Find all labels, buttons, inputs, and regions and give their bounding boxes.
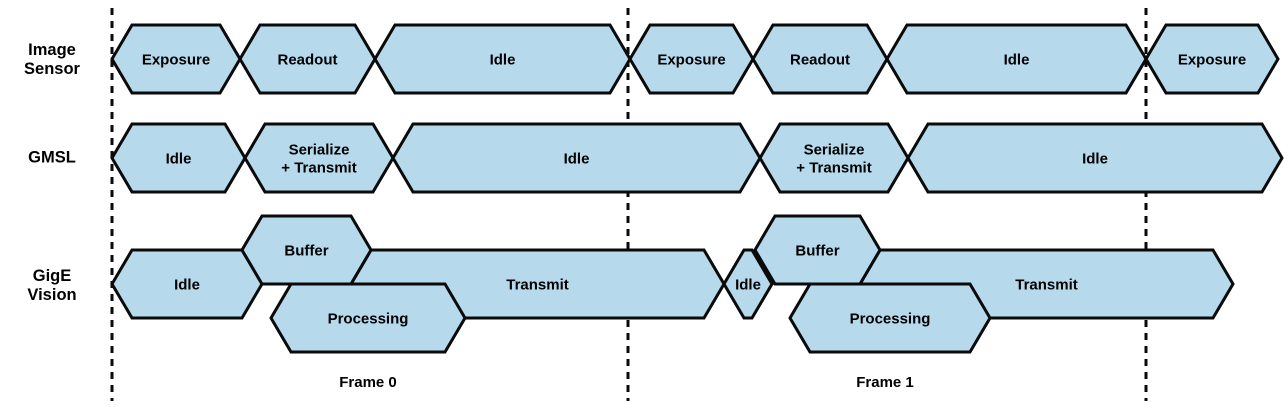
frame-1-label: Frame 1 — [856, 374, 914, 391]
segment-label-idle: Idle — [174, 277, 200, 294]
segment-label-transmit: Transmit — [506, 277, 569, 294]
segment-label-idle: Idle — [564, 151, 590, 168]
segment-label-transmit: Transmit — [1015, 277, 1078, 294]
frame-0-label: Frame 0 — [339, 374, 397, 391]
segment-label-exposure: Exposure — [1178, 52, 1246, 69]
segment-image-sensor-exposure — [1144, 23, 1280, 95]
segment-label-buffer: Buffer — [284, 243, 328, 260]
segment-label-serialize-transmit: Serialize+ Transmit — [796, 142, 871, 177]
segment-label-readout: Readout — [790, 52, 850, 69]
segment-label-idle: Idle — [1082, 151, 1108, 168]
segment-label-buffer: Buffer — [795, 243, 839, 260]
segment-gige-vision-processing — [788, 282, 992, 354]
segment-label-idle: Idle — [735, 277, 761, 294]
segment-gige-vision-buffer — [240, 214, 373, 286]
segment-gige-vision-processing — [269, 282, 467, 354]
segment-label-processing: Processing — [850, 311, 931, 328]
segment-label-processing: Processing — [328, 311, 409, 328]
segment-label-exposure: Exposure — [142, 52, 210, 69]
row-label-gmsl: GMSL — [28, 148, 76, 167]
segment-label-serialize-transmit: Serialize+ Transmit — [281, 142, 356, 177]
segment-gige-vision-idle — [722, 248, 774, 320]
segment-gmsl-idle — [906, 122, 1284, 194]
segment-label-idle: Idle — [1004, 52, 1030, 69]
segment-label-exposure: Exposure — [657, 52, 725, 69]
segment-label-readout: Readout — [278, 52, 338, 69]
segment-gige-vision-buffer — [753, 214, 882, 286]
segment-label-idle: Idle — [166, 151, 192, 168]
segment-label-idle: Idle — [490, 52, 516, 69]
row-label-gige-vision: GigE Vision — [27, 267, 77, 304]
row-label-image-sensor: Image Sensor — [24, 41, 80, 78]
